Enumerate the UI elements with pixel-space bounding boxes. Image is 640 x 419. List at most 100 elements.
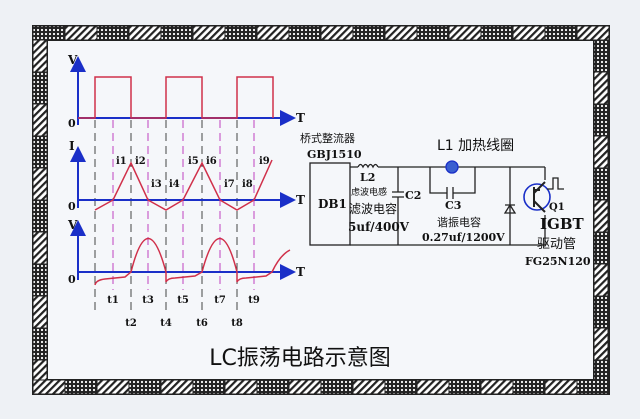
heating-coil-l1-icon bbox=[445, 160, 459, 174]
time-label: t6 bbox=[196, 318, 208, 329]
frame-segment bbox=[32, 71, 48, 105]
frame-segment bbox=[256, 379, 290, 395]
t-axis-label: T bbox=[296, 111, 305, 125]
capacitor-c2 bbox=[392, 167, 404, 245]
frame-segment bbox=[160, 25, 194, 41]
frame-segment bbox=[32, 103, 48, 137]
current-label: i5 bbox=[188, 156, 199, 167]
frame-segment bbox=[593, 231, 609, 265]
frame-segment bbox=[64, 379, 98, 395]
frame-segment bbox=[593, 103, 609, 137]
frame-segment bbox=[96, 25, 130, 41]
c2-label: C2 bbox=[405, 189, 421, 202]
origin-label: 0 bbox=[68, 200, 76, 213]
current-label: i8 bbox=[242, 179, 253, 190]
v-axis-label: V bbox=[67, 218, 78, 232]
frame-segment bbox=[64, 25, 98, 41]
frame-segment bbox=[32, 199, 48, 233]
frame-segment bbox=[224, 379, 258, 395]
l2-label: L2 bbox=[360, 171, 375, 184]
inductor-l2 bbox=[357, 163, 379, 169]
t-axis-label: T bbox=[296, 193, 305, 207]
current-label: i6 bbox=[206, 156, 217, 167]
frame-segment bbox=[593, 135, 609, 169]
frame-segment bbox=[32, 359, 48, 381]
capacitor-c3 bbox=[429, 167, 476, 199]
origin-label: 0 bbox=[68, 273, 76, 286]
frame-segment bbox=[32, 167, 48, 201]
frame-segment bbox=[352, 379, 386, 395]
rectifier-name: 桥式整流器 bbox=[300, 131, 355, 145]
frame-segment bbox=[448, 25, 482, 41]
frame-segment bbox=[288, 379, 322, 395]
time-label: t8 bbox=[231, 318, 243, 329]
frame-segment bbox=[448, 379, 482, 395]
frame-segment bbox=[593, 263, 609, 297]
frame-segment bbox=[593, 199, 609, 233]
gate-square-wave bbox=[78, 76, 274, 119]
frame-segment bbox=[32, 327, 48, 361]
frame-segment bbox=[416, 25, 450, 41]
frame-segment bbox=[593, 359, 609, 381]
frame-segment bbox=[480, 25, 514, 41]
igbt-q1-icon bbox=[523, 183, 551, 211]
c2-desc: 滤波电容 bbox=[349, 201, 397, 216]
frame-segment bbox=[593, 295, 609, 329]
current-label: i7 bbox=[224, 179, 235, 190]
circuit-labels: 桥式整流器 GBJ1510 DB1 L2 虑波电感 C2 滤波电容 5uf/40… bbox=[300, 131, 591, 268]
q1-desc: 驱动管 bbox=[537, 237, 576, 252]
q1-model: FG25N120 bbox=[525, 255, 591, 268]
time-label: t5 bbox=[177, 295, 189, 306]
canvas-area bbox=[48, 41, 593, 379]
frame-segment bbox=[512, 25, 546, 41]
frame-segment bbox=[32, 263, 48, 297]
frame-segment bbox=[593, 39, 609, 73]
current-label: i9 bbox=[259, 156, 270, 167]
time-label: t2 bbox=[125, 318, 137, 329]
bridge-rectifier-db1 bbox=[309, 162, 351, 246]
wires bbox=[350, 166, 546, 246]
frame-segment bbox=[593, 327, 609, 361]
frame-segment bbox=[128, 379, 162, 395]
origin-label: 0 bbox=[68, 117, 76, 130]
l2-desc: 虑波电感 bbox=[351, 186, 387, 198]
t-axis-label: T bbox=[296, 265, 305, 279]
c3-label: C3 bbox=[445, 199, 461, 212]
frame-segment bbox=[192, 25, 226, 41]
frame-segment bbox=[32, 231, 48, 265]
c3-desc: 谐振电容 bbox=[437, 215, 481, 229]
frame-segment bbox=[480, 379, 514, 395]
time-label: t3 bbox=[142, 295, 154, 306]
frame-segment bbox=[32, 379, 66, 395]
time-label: t1 bbox=[107, 295, 119, 306]
c2-value: 5uf/400V bbox=[348, 220, 410, 234]
diode bbox=[503, 167, 517, 245]
frame-segment bbox=[544, 379, 578, 395]
gate-pulse-icon bbox=[547, 177, 564, 190]
frame-segment bbox=[416, 379, 450, 395]
frame-segment bbox=[128, 25, 162, 41]
c3-value: 0.27uf/1200V bbox=[422, 231, 505, 244]
time-label: t4 bbox=[160, 318, 172, 329]
v-axis-label: V bbox=[67, 53, 78, 67]
frame-segment bbox=[593, 71, 609, 105]
frame-segment bbox=[576, 379, 610, 395]
frame-segment bbox=[288, 25, 322, 41]
frame-segment bbox=[32, 135, 48, 169]
frame-segment bbox=[96, 379, 130, 395]
rectifier-label: DB1 bbox=[318, 197, 347, 211]
l1-label: L1 加热线圈 bbox=[437, 138, 514, 154]
frame-segment bbox=[384, 379, 418, 395]
frame-segment bbox=[160, 379, 194, 395]
frame-segment bbox=[224, 25, 258, 41]
current-label: i4 bbox=[169, 179, 180, 190]
i-axis-label: I bbox=[69, 139, 75, 153]
rectifier-model: GBJ1510 bbox=[307, 148, 362, 161]
current-label: i2 bbox=[135, 156, 146, 167]
frame-segment bbox=[256, 25, 290, 41]
igbt-leads bbox=[533, 181, 546, 213]
circuit bbox=[309, 160, 564, 246]
current-label: i3 bbox=[151, 179, 162, 190]
